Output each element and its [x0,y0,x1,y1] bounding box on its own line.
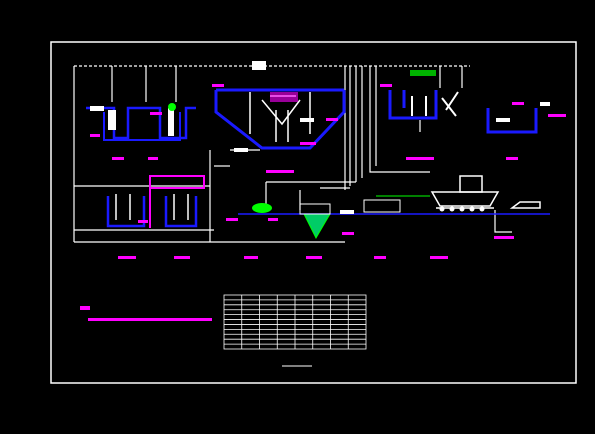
legend-rule [88,318,212,321]
unit-label-bars [90,84,566,259]
valve-symbol [168,103,176,111]
right-tank-group [388,90,538,134]
drawing-frame [50,41,577,384]
title-block-table [223,294,367,350]
dump-cart [509,201,541,209]
truck-wheels [439,206,485,212]
right-tank-label-bar [410,70,436,76]
sludge-truck [430,175,500,209]
legend-marker [80,306,90,310]
clarifier [214,88,346,150]
left-tank-pump [108,110,116,130]
belt-press [363,199,401,213]
right-tank-internals [411,91,459,117]
clarifier-center [270,92,298,102]
filter-internals [115,194,189,220]
left-tank-column [168,108,174,136]
sump-top [299,203,331,215]
filter-tanks [106,196,198,228]
sump-hopper [303,213,331,240]
pipe-network [73,65,512,243]
callout-tags [90,61,550,214]
pump-symbol [252,203,272,213]
left-tank-group [86,106,196,141]
